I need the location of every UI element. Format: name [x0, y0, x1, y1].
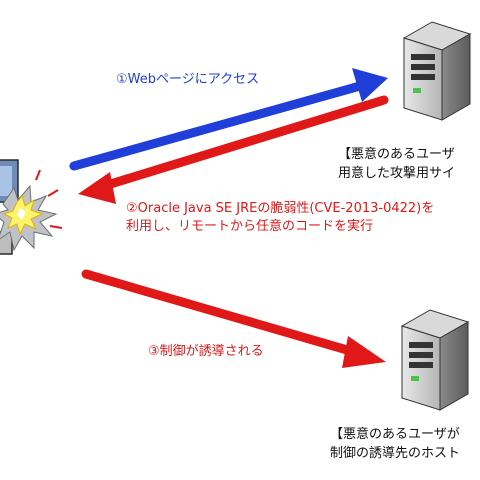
step2-line2: 利用し、リモートから任意のコードを実行 — [126, 219, 374, 234]
step2-label: ②Oracle Java SE JREの脆弱性(CVE-2013-0422)を … — [126, 200, 434, 236]
server-icon — [400, 309, 470, 411]
control-host-caption: 【悪意のあるユーザが 制御の誘導先のホスト — [330, 425, 460, 463]
arrow-step1 — [69, 68, 388, 171]
step2-line1: ②Oracle Java SE JREの脆弱性(CVE-2013-0422)を — [126, 201, 435, 216]
explosion-icon — [0, 169, 63, 252]
arrow-step3 — [81, 269, 386, 368]
arrow-step2 — [78, 95, 389, 204]
attack-site-caption-line2: 用意した攻撃用サイ — [338, 166, 456, 181]
attack-site-caption-line1: 【悪意のあるユーザ — [338, 147, 455, 162]
attack-site-caption: 【悪意のあるユーザ 用意した攻撃用サイ — [338, 145, 455, 183]
step3-label: ③制御が誘導される — [148, 344, 264, 359]
control-host-caption-line2: 制御の誘導先のホスト — [330, 446, 461, 461]
step1-label: ①Webページにアクセス — [116, 72, 260, 87]
control-host-caption-line1: 【悪意のあるユーザが — [330, 427, 460, 442]
server-icon — [402, 21, 472, 121]
